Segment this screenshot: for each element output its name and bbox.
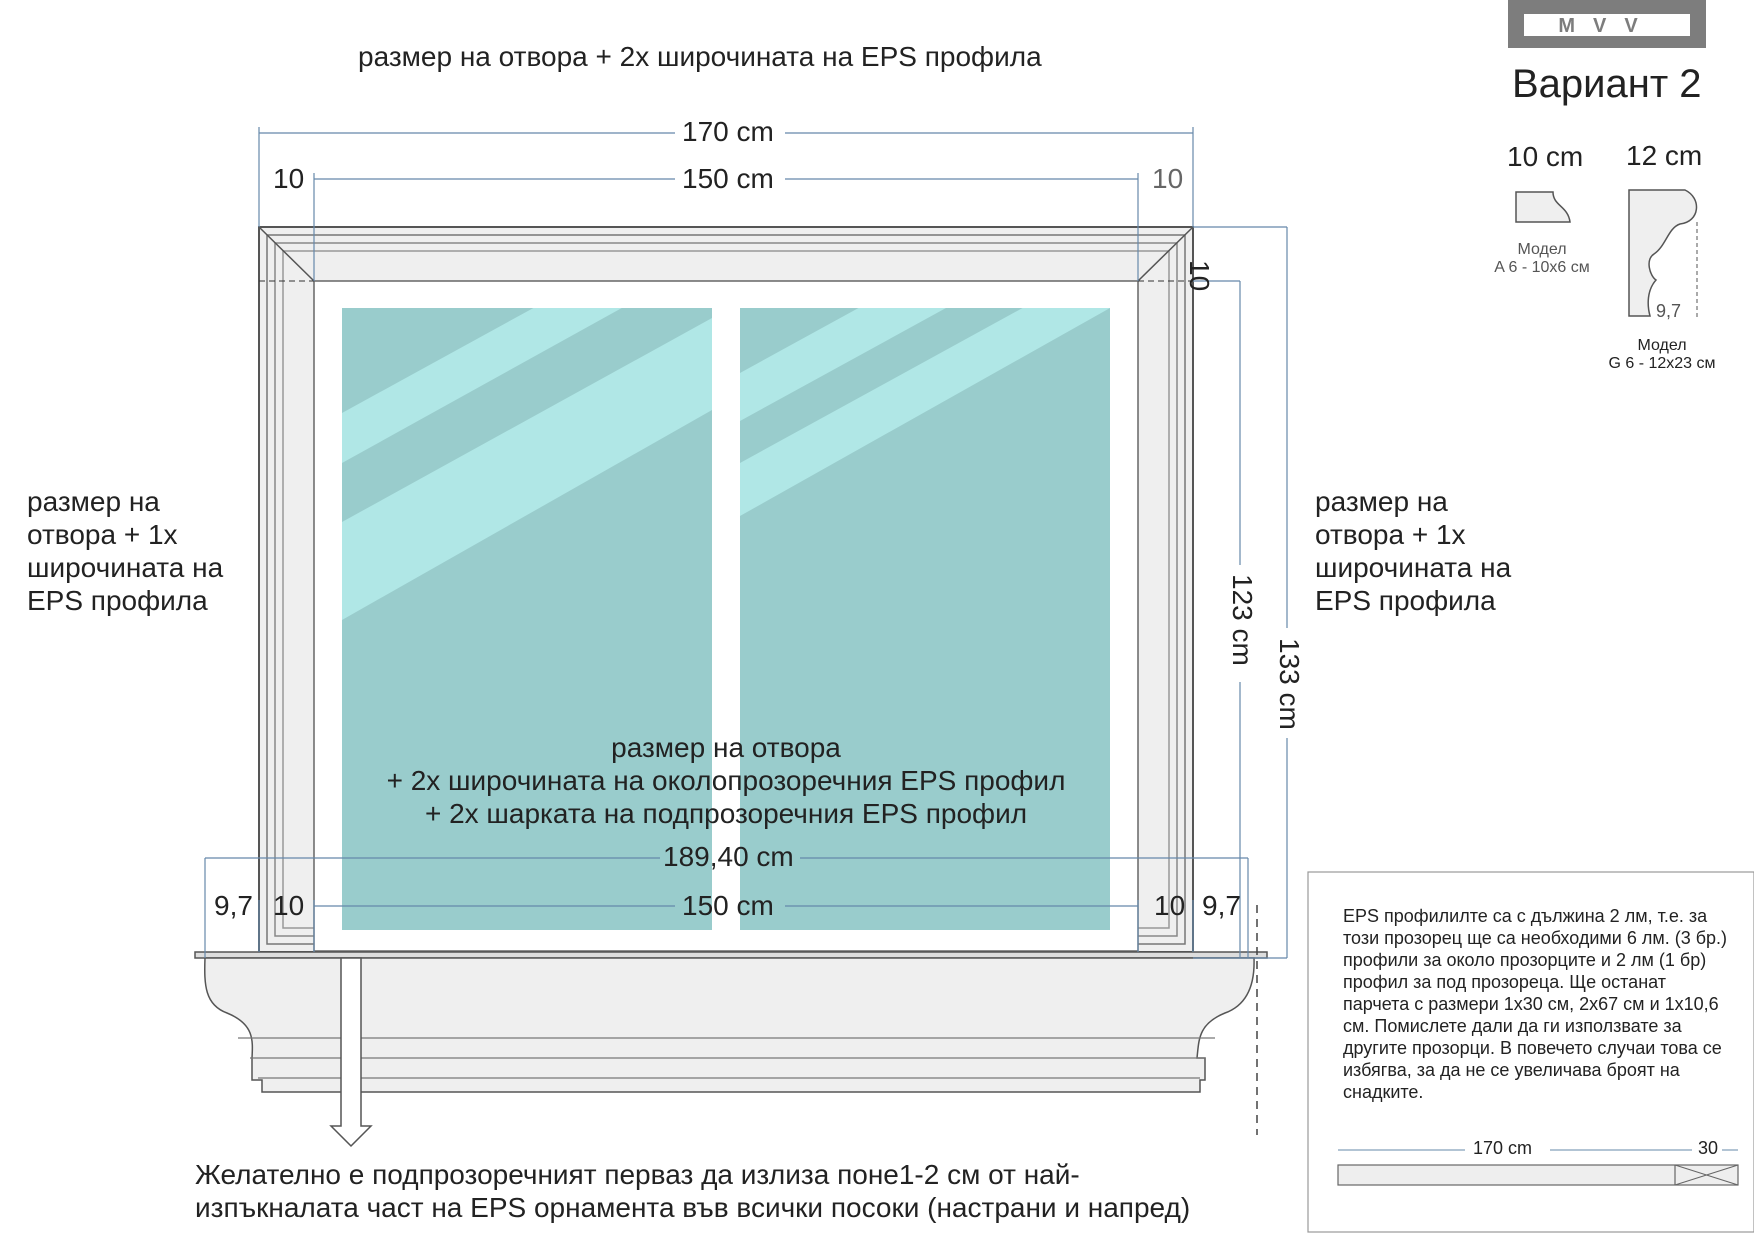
profile-g6-model: Модел G 6 - 12x23 см	[1596, 337, 1728, 374]
profile-bar-cross	[1674, 1164, 1739, 1186]
side-label-left-line: размер на	[27, 486, 160, 517]
center-label-line: + 2х шарката на подпрозоречния EPS профи…	[424, 798, 1028, 829]
side-label-right-line: широчината на	[1315, 552, 1512, 583]
dim-total-height: 133 cm	[1274, 638, 1305, 730]
profile-g6-model-line: G 6 - 12x23 см	[1608, 355, 1716, 373]
profile-a6-model: Модел A 6 - 10x6 см	[1482, 241, 1602, 278]
dim-total-width: 170 cm	[682, 116, 774, 147]
note-bar-rest: 30	[1698, 1138, 1719, 1158]
dim-sill-overhang-right: 9,7	[1202, 890, 1241, 921]
side-label-right-line: размер на	[1315, 486, 1448, 517]
profile-g6-dim-label: 9,7	[1656, 301, 1682, 321]
note-bar-main: 170 cm	[1473, 1138, 1533, 1158]
variant-title: Вариант 2	[1512, 62, 1702, 106]
profile-bar	[1337, 1164, 1739, 1186]
dim-sill-opening: 150 cm	[682, 890, 774, 921]
arrow-down-icon	[329, 957, 373, 1148]
profile-a6-icon	[1515, 191, 1571, 223]
sill-board	[194, 951, 1268, 959]
dim-sill-overhang-left: 9,7	[214, 890, 253, 921]
dim-sill-frame-left: 10	[273, 890, 305, 921]
profile-a6-model-line: A 6 - 10x6 см	[1494, 259, 1590, 277]
center-label-line: + 2х широчината на околопрозоречния EPS …	[386, 765, 1066, 796]
dim-opening-width: 150 cm	[682, 163, 774, 194]
dim-sill-total: 189,40 cm	[663, 841, 794, 872]
side-label-left-line: EPS профила	[27, 585, 208, 616]
profile-a6-width: 10 cm	[1507, 141, 1584, 172]
sill-ornament	[204, 957, 1255, 1093]
side-label-left-line: широчината на	[27, 552, 224, 583]
note-text: EPS профилилте са с дължина 2 лм, т.е. з…	[1343, 906, 1728, 1102]
dim-opening-height: 123 cm	[1227, 574, 1258, 666]
glass-highlight	[342, 318, 712, 620]
center-label-line: размер на отвора	[611, 732, 841, 763]
dim-frame-left: 10	[273, 163, 305, 194]
top-label: размер на отвора + 2х широчината на EPS …	[358, 41, 1042, 72]
bottom-label-line: изпъкналата част на EPS орнамента във вс…	[195, 1192, 1191, 1223]
brand-logo: MVV	[1508, 0, 1706, 48]
dim-sill-frame-right: 10	[1154, 890, 1186, 921]
frame-corner	[258, 226, 315, 282]
side-label-left-line: отвора + 1х	[27, 519, 178, 550]
bottom-label-line: Желателно е подпрозоречният перваз да из…	[195, 1159, 1080, 1190]
profile-g6-icon	[1628, 189, 1698, 317]
brand-logo-text: MVV	[1558, 15, 1655, 37]
glass-highlight	[740, 308, 946, 421]
side-label-right-line: EPS профила	[1315, 585, 1496, 616]
dim-frame-right: 10	[1152, 163, 1184, 194]
profile-a6-model-line: Модел	[1517, 241, 1567, 258]
glass-highlight	[740, 308, 1110, 516]
profile-g6-model-line: Модел	[1637, 337, 1687, 354]
frame-corner	[1137, 226, 1194, 282]
dimension-lines	[204, 127, 1288, 959]
profile-g6-width: 12 cm	[1626, 140, 1703, 171]
side-label-right-line: отвора + 1х	[1315, 519, 1466, 550]
dim-frame-top: 10	[1184, 260, 1215, 292]
glass-highlight	[342, 308, 622, 463]
